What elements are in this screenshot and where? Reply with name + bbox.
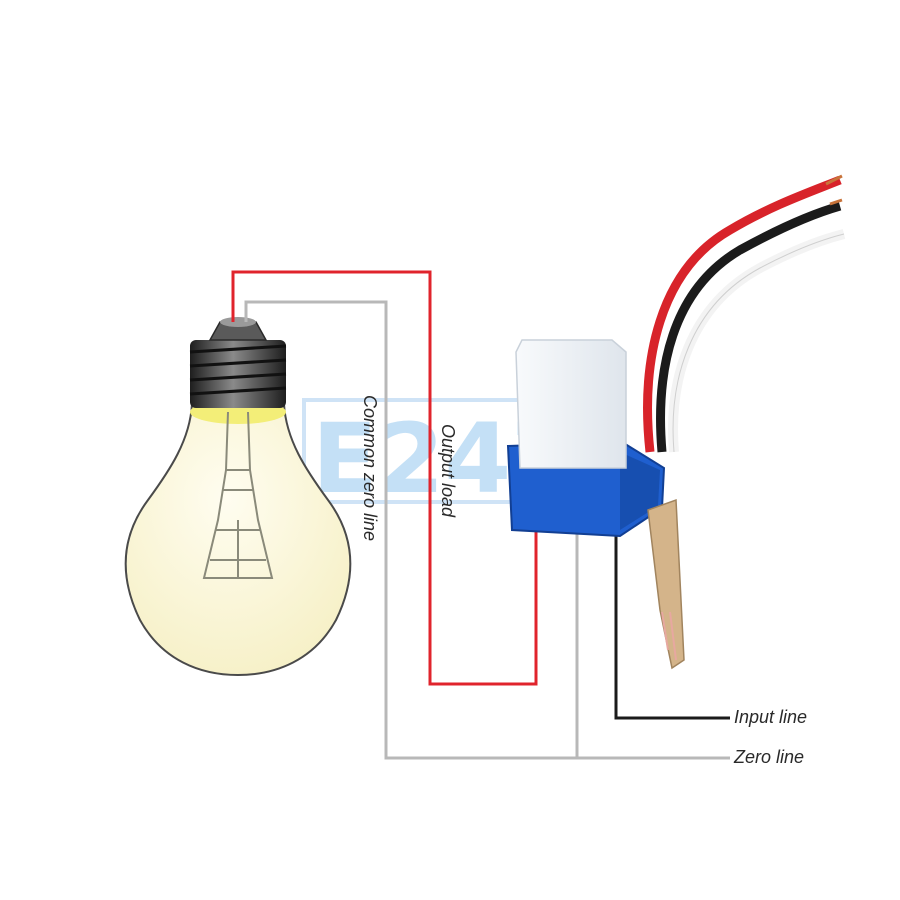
common-zero-line-label: Common zero line — [360, 395, 380, 541]
zero-line-label: Zero line — [733, 747, 804, 767]
black-lead — [656, 201, 842, 453]
output-load-label: Output load — [438, 424, 458, 518]
light-bulb — [124, 317, 352, 677]
white-lead-outline — [672, 233, 845, 453]
input-line-label: Input line — [734, 707, 807, 727]
white-lead — [668, 229, 846, 453]
red-lead — [643, 175, 842, 453]
output-load-wire — [231, 270, 538, 686]
photocell-sensor — [506, 174, 846, 670]
mounting-tab — [647, 498, 685, 670]
input-line-wire — [614, 530, 730, 720]
common-zero-wire — [244, 300, 730, 760]
filament-icon — [202, 411, 274, 579]
sensor-cap — [515, 339, 627, 469]
bulb-screw-base — [189, 317, 287, 408]
wires — [231, 270, 730, 760]
